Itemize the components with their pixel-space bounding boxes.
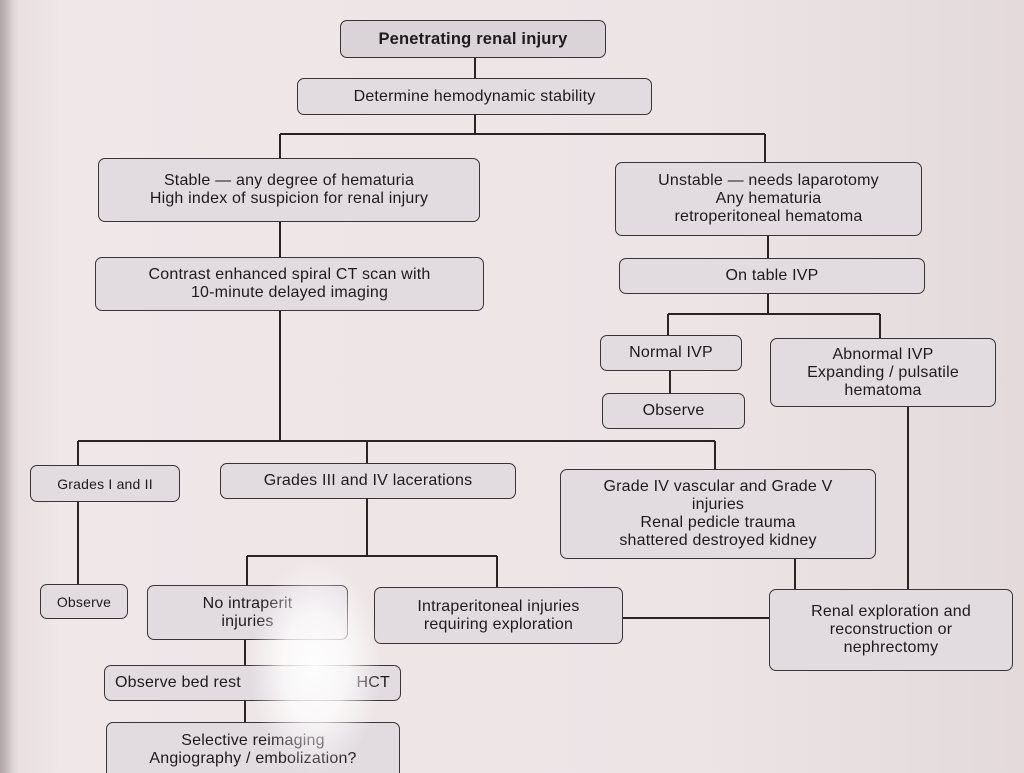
node-text: hematoma — [844, 381, 922, 399]
node-text: injuries — [221, 612, 274, 630]
node-text: On table IVP — [725, 267, 819, 284]
node-text: Contrast enhanced spiral CT scan with — [148, 266, 431, 283]
node-text: Abnormal IVP — [832, 345, 934, 363]
node-text: Stable — any degree of hematuria — [163, 172, 415, 189]
node-text: 10-minute delayed imaging — [190, 284, 389, 301]
node-text: HCT — [356, 674, 390, 691]
node-text: shattered destroyed kidney — [619, 532, 817, 549]
node-text: Grades I and II — [57, 475, 153, 492]
node-text: reconstruction or — [829, 621, 953, 638]
node-text: retroperitoneal hematoma — [674, 208, 863, 225]
node-abnormal-ivp: Abnormal IVP Expanding / pulsatile hemat… — [770, 338, 996, 407]
connector — [667, 293, 881, 338]
node-grade-4-5: Grade IV vascular and Grade V injuries R… — [560, 469, 876, 559]
node-selective-reimaging: Selective reimaging Angiography / emboli… — [106, 722, 400, 773]
node-text: No intraperit — [202, 594, 293, 612]
node-text: Observe — [56, 593, 112, 610]
node-text: Penetrating renal injury — [378, 30, 568, 48]
node-text: Observe bed rest — [115, 674, 241, 691]
connector — [77, 310, 716, 469]
node-observe-grades-1-2: Observe — [40, 584, 128, 619]
node-penetrating-renal-injury: Penetrating renal injury — [340, 20, 606, 58]
node-no-intraperitoneal: No intraperit injuries — [147, 585, 348, 640]
node-text: High index of suspicion for renal injury — [149, 190, 429, 207]
node-observe-bed-rest: Observe bed rest HCT — [104, 665, 401, 701]
connector — [279, 114, 766, 170]
node-renal-exploration: Renal exploration and reconstruction or … — [769, 589, 1013, 671]
node-text: Unstable — needs laparotomy — [658, 172, 879, 189]
node-text: Observe — [642, 402, 705, 419]
node-on-table-ivp: On table IVP — [619, 258, 925, 294]
node-text: Renal pedicle trauma — [640, 514, 796, 531]
node-text: injuries — [691, 496, 745, 513]
node-text: Intraperitoneal injuries — [417, 597, 580, 615]
node-grades-1-2: Grades I and II — [30, 465, 180, 502]
node-observe-ivp: Observe — [602, 393, 745, 429]
node-text: Any hematuria — [715, 190, 822, 207]
node-text: Angiography / embolization? — [149, 750, 357, 767]
node-text: Normal IVP — [629, 344, 713, 361]
node-determine-stability: Determine hemodynamic stability — [297, 78, 652, 115]
connector — [246, 498, 498, 587]
node-unstable: Unstable — needs laparotomy Any hematuri… — [615, 162, 922, 236]
node-text: Expanding / pulsatile — [807, 363, 959, 381]
node-grades-3-4: Grades III and IV lacerations — [220, 463, 516, 499]
node-intraperitoneal: Intraperitoneal injuries requiring explo… — [374, 587, 623, 644]
node-text: Determine hemodynamic stability — [353, 87, 596, 105]
node-stable: Stable — any degree of hematuria High in… — [98, 158, 480, 222]
node-ct-scan: Contrast enhanced spiral CT scan with 10… — [95, 257, 484, 311]
node-text: Grade IV vascular and Grade V — [603, 478, 833, 495]
node-text: nephrectomy — [843, 639, 939, 656]
node-text: requiring exploration — [423, 615, 574, 633]
node-text: Renal exploration and — [811, 603, 971, 620]
node-normal-ivp: Normal IVP — [600, 335, 742, 371]
node-text: Grades III and IV lacerations — [263, 472, 473, 489]
node-text: Selective reimaging — [181, 732, 325, 749]
